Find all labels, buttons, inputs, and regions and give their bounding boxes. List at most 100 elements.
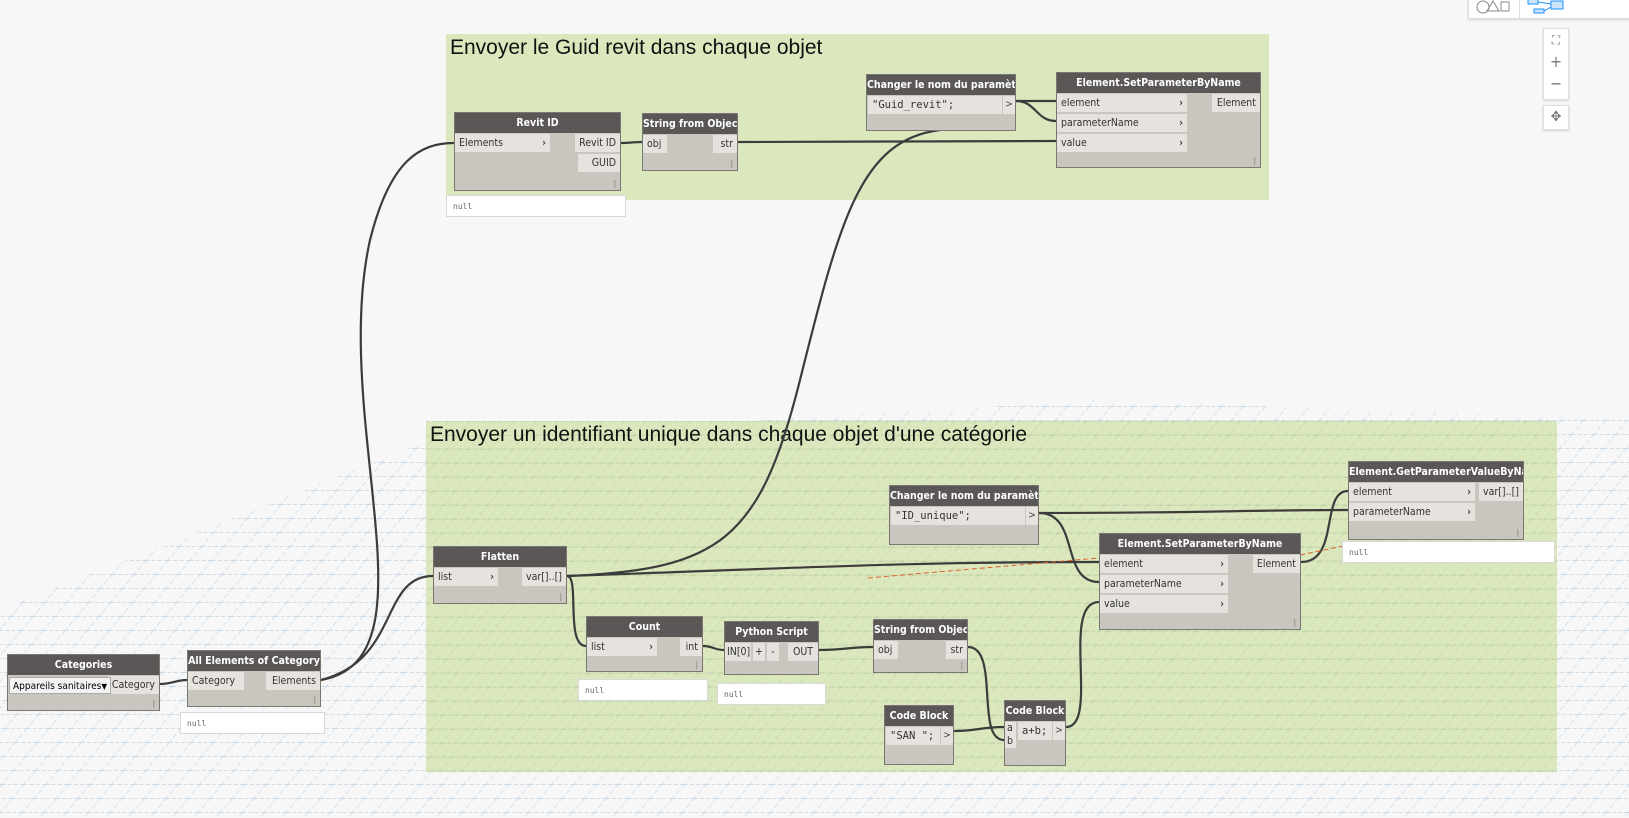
input-port-list[interactable]: list›	[434, 568, 498, 586]
node-preview-bubble[interactable]: null	[446, 195, 626, 217]
pan-button[interactable]: ✥	[1550, 109, 1562, 125]
node-title[interactable]: Changer le nom du paramètre	[890, 486, 1038, 506]
code-output-port[interactable]: >	[1053, 722, 1065, 740]
pan-control: ✥	[1543, 105, 1569, 130]
node-title[interactable]: Code Block	[885, 706, 953, 726]
chevron-right-icon: ›	[1179, 117, 1183, 129]
node-get-param-value[interactable]: Element.GetParameterValueByNameelement› p…	[1348, 461, 1524, 540]
input-port-parametername[interactable]: parameterName ›	[1057, 114, 1187, 132]
node-code-block-san[interactable]: Code Block"SAN ";>	[884, 705, 954, 765]
zoom-out-button[interactable]: −	[1549, 74, 1563, 93]
input-port-value[interactable]: value›	[1100, 595, 1228, 613]
code-editor[interactable]: "SAN ";	[886, 727, 940, 745]
code-editor[interactable]: "Guid_revit";	[868, 96, 1002, 114]
code-output-port[interactable]: >	[941, 727, 953, 745]
input-port-list[interactable]: list›	[587, 638, 657, 656]
input-port-element[interactable]: element›	[1100, 555, 1228, 573]
remove-input-button[interactable]: -	[767, 643, 779, 661]
geometry-view-icon[interactable]	[1469, 0, 1520, 18]
lacing-indicator[interactable]: |	[1293, 618, 1296, 627]
lacing-indicator[interactable]: |	[559, 592, 562, 601]
output-port[interactable]: var[]..[]	[521, 568, 566, 586]
output-port[interactable]: str	[946, 641, 967, 659]
node-title[interactable]: Revit ID	[455, 113, 620, 133]
output-port[interactable]: Elements	[266, 672, 320, 690]
lacing-indicator[interactable]: |	[730, 159, 733, 168]
code-editor[interactable]: a+b;	[1018, 722, 1052, 740]
code-editor[interactable]: "ID_unique";	[891, 507, 1025, 525]
zoom-in-button[interactable]: +	[1549, 52, 1563, 71]
output-port[interactable]: var[]..[]	[1478, 483, 1523, 501]
input-port-category[interactable]: Category	[188, 672, 244, 690]
lacing-indicator[interactable]: |	[1516, 528, 1519, 537]
add-input-button[interactable]: +	[753, 643, 765, 661]
node-title[interactable]: Categories	[8, 655, 159, 675]
node-title[interactable]: Element.SetParameterByName	[1100, 534, 1300, 554]
output-port[interactable]: Element	[1252, 555, 1300, 573]
node-title[interactable]: Count	[587, 617, 702, 637]
chevron-right-icon: ›	[1220, 558, 1224, 570]
node-title[interactable]: String from Object	[643, 114, 737, 134]
output-port[interactable]: Element	[1212, 94, 1260, 112]
output-port[interactable]: str	[713, 135, 737, 153]
input-port-value[interactable]: value›	[1057, 134, 1187, 152]
python-output-port[interactable]: OUT	[788, 643, 818, 661]
node-preview-bubble[interactable]: null	[578, 679, 708, 701]
code-output-port[interactable]: >	[1026, 507, 1038, 525]
code-input-b[interactable]: b	[1005, 735, 1016, 748]
input-port-element[interactable]: element›	[1057, 94, 1187, 112]
node-preview-bubble[interactable]: null	[180, 712, 325, 734]
node-title[interactable]: Element.GetParameterValueByName	[1349, 462, 1523, 482]
node-changer-nom-top[interactable]: Changer le nom du paramètre"Guid_revit";…	[866, 74, 1016, 131]
node-title[interactable]: Flatten	[434, 547, 566, 567]
node-title[interactable]: Element.SetParameterByName	[1057, 73, 1260, 93]
node-title[interactable]: Code Block	[1005, 701, 1065, 721]
input-port-obj[interactable]: obj	[874, 641, 898, 659]
node-title[interactable]: Python Script	[725, 622, 818, 642]
lacing-indicator[interactable]: |	[313, 695, 316, 704]
input-port-parametername[interactable]: parameterName›	[1349, 503, 1475, 521]
graph-view-icon[interactable]	[1524, 0, 1574, 18]
code-input-a[interactable]: a	[1005, 722, 1016, 735]
port-label: parameterName	[1353, 506, 1431, 518]
lacing-indicator[interactable]: |	[152, 699, 155, 708]
node-string-from-object-top[interactable]: String from Object obj str |	[642, 113, 738, 171]
node-changer-nom-bottom[interactable]: Changer le nom du paramètre"ID_unique";>	[889, 485, 1039, 545]
zoom-fit-button[interactable]: ⛶	[1551, 33, 1561, 47]
node-title[interactable]: All Elements of Category	[188, 651, 320, 671]
node-preview-bubble[interactable]: null	[717, 683, 826, 705]
code-output-port[interactable]: >	[1003, 96, 1015, 114]
input-port-elements[interactable]: Elements›	[455, 134, 550, 152]
output-port[interactable]: GUID	[578, 154, 620, 172]
node-title[interactable]: String from Object	[874, 620, 967, 640]
python-input-port[interactable]: IN[0]	[725, 643, 751, 661]
output-port[interactable]: Revit ID	[575, 134, 620, 152]
input-port-obj[interactable]: obj	[643, 135, 667, 153]
chevron-right-icon: ›	[1179, 137, 1183, 149]
port-label: obj	[647, 138, 662, 150]
category-dropdown[interactable]: Appareils sanitaires▼	[9, 677, 111, 694]
input-port-element[interactable]: element›	[1349, 483, 1475, 501]
lacing-indicator[interactable]: |	[960, 661, 963, 670]
node-preview-bubble[interactable]: null	[1342, 541, 1555, 563]
port-label: Elements	[459, 137, 504, 149]
lacing-indicator[interactable]: |	[695, 660, 698, 669]
chevron-right-icon: ›	[490, 571, 494, 583]
output-port[interactable]: int	[680, 638, 702, 656]
lacing-indicator[interactable]: |	[613, 179, 616, 188]
lacing-indicator[interactable]: |	[1253, 156, 1256, 165]
input-port-parametername[interactable]: parameterName›	[1100, 575, 1228, 593]
node-title[interactable]: Changer le nom du paramètre	[867, 75, 1015, 95]
port-label: parameterName	[1061, 117, 1139, 129]
output-port[interactable]: Category	[107, 676, 159, 694]
